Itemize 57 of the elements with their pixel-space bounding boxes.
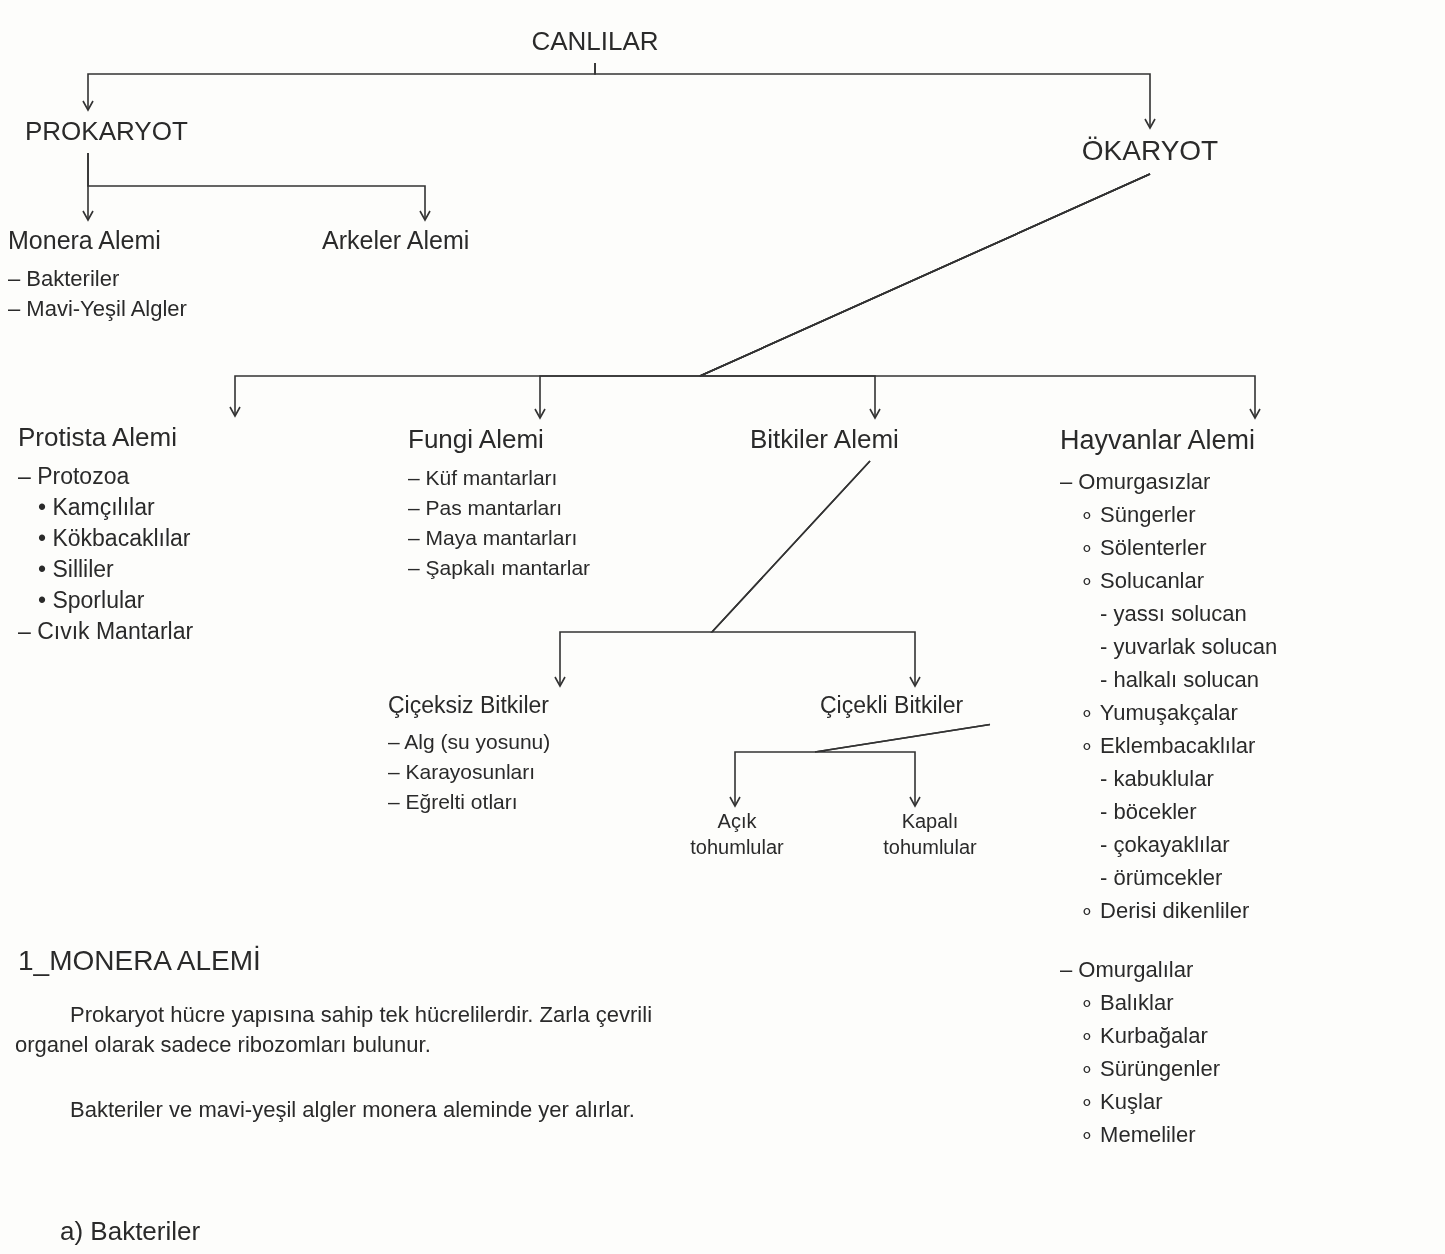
list-item: – Omurgasızlar	[1060, 467, 1211, 496]
list-item: ∘ Memeliler	[1080, 1120, 1196, 1149]
list-item: ∘ Eklembacaklılar	[1080, 731, 1256, 760]
category-label: Kapalı tohumlular	[855, 808, 1005, 860]
list-item: – Eğrelti otları	[388, 788, 518, 815]
list-item: • Kökbacaklılar	[38, 524, 191, 553]
list-item: – Omurgalılar	[1060, 955, 1194, 984]
list-item: ∘ Kuşlar	[1080, 1087, 1163, 1116]
list-item: – Alg (su yosunu)	[388, 728, 551, 755]
category-label: PROKARYOT	[25, 112, 225, 151]
list-item: – Cıvık Mantarlar	[18, 617, 194, 646]
list-item: ∘ Süngerler	[1080, 500, 1196, 529]
arrow	[594, 62, 1156, 129]
list-item: – Karayosunları	[388, 758, 536, 785]
list-item: ∘ Sürüngenler	[1080, 1054, 1220, 1083]
arrow	[87, 152, 431, 221]
paragraph: Prokaryot hücre yapısına sahip tek hücrelilerdir. Zarla çevrili organel olarak sadece ribozomları bulunur.	[15, 1001, 654, 1059]
kingdom-heading: Hayvanlar Alemi	[1060, 424, 1256, 457]
kingdom-heading: Monera Alemi	[8, 225, 161, 256]
category-label: Çiçekli Bitkiler	[820, 688, 1035, 723]
list-item: – Pas mantarları	[408, 495, 563, 521]
category-label: ÖKARYOT	[1050, 130, 1250, 172]
paragraph: Bakteriler ve mavi-yeşil algler monera aleminde yer alırlar.	[69, 1096, 636, 1124]
list-item: • Silliler	[38, 555, 114, 584]
list-item: • Kamçılılar	[38, 493, 155, 522]
list-item: ∘ Balıklar	[1080, 988, 1174, 1017]
arrow	[814, 723, 991, 807]
category-label: Açık tohumlular	[672, 808, 802, 860]
list-item: – Küf mantarları	[408, 465, 558, 491]
list-item: – Şapkalı mantarlar	[408, 555, 591, 581]
list-item: – Maya mantarları	[408, 525, 578, 551]
list-item: ∘ Solucanlar	[1080, 566, 1205, 595]
list-item: ∘ Derisi dikenliler	[1080, 896, 1250, 925]
list-item: – Mavi-Yeşil Algler	[8, 294, 187, 323]
category-label: Arkeler Alemi	[322, 222, 562, 260]
list-item: - böcekler	[1100, 797, 1197, 826]
list-item: ∘ Sölenterler	[1080, 533, 1207, 562]
list-item: - halkalı solucan	[1100, 665, 1259, 694]
subheading: a) Bakteriler	[60, 1215, 202, 1248]
kingdom-heading: Çiçeksiz Bitkiler	[388, 691, 550, 720]
arrow	[699, 173, 1261, 419]
list-item: • Sporlular	[38, 586, 145, 615]
list-item: ∘ Kurbağalar	[1080, 1021, 1208, 1050]
category-label: Bitkiler Alemi	[750, 420, 970, 459]
list-item: - örümcekler	[1100, 863, 1223, 892]
arrow	[710, 460, 921, 687]
kingdom-heading: Fungi Alemi	[408, 423, 544, 456]
section-heading: 1_MONERA ALEMİ	[18, 944, 262, 978]
list-item: – Protozoa	[18, 462, 130, 491]
list-item: - yassı solucan	[1100, 599, 1247, 628]
list-item: - yuvarlak solucan	[1100, 632, 1278, 661]
list-item: – Bakteriler	[8, 264, 120, 293]
list-item: - çokayaklılar	[1100, 830, 1230, 859]
list-item: - kabuklular	[1100, 764, 1214, 793]
kingdom-heading: Protista Alemi	[18, 421, 177, 454]
category-label: CANLILAR	[510, 22, 680, 61]
list-item: ∘ Yumuşakçalar	[1080, 698, 1238, 727]
